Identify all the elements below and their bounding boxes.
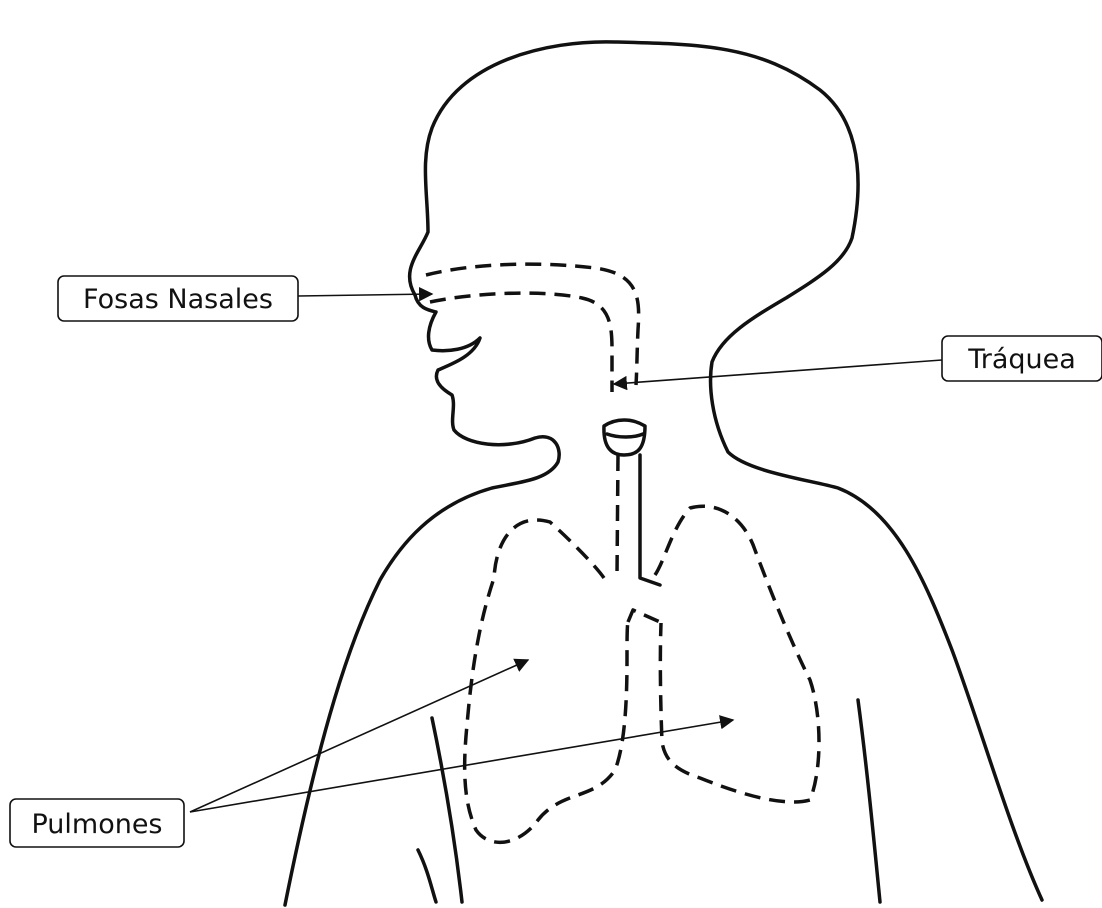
traquea-pointer [614, 360, 942, 384]
fosas-nasales-pointer [298, 294, 432, 296]
label-traquea-text: Tráquea [967, 344, 1076, 375]
label-pulmones: Pulmones [10, 799, 184, 847]
label-fosas-nasales-text: Fosas Nasales [83, 284, 273, 315]
pulmones-right-lung-pointer [190, 720, 733, 812]
nasal-passage-lower [430, 293, 612, 392]
label-fosas-nasales: Fosas Nasales [58, 276, 298, 321]
larynx-rim [607, 434, 643, 437]
pulmones-left-lung-pointer [190, 660, 528, 812]
face-profile [285, 295, 559, 905]
left-arm-outline [432, 718, 462, 902]
trachea-right-wall [640, 455, 660, 585]
left-body-line [418, 850, 436, 902]
nasal-passage-upper [426, 264, 639, 385]
trachea-left-wall [617, 455, 618, 575]
head-outline [410, 42, 1042, 900]
label-traquea: Tráquea [942, 336, 1102, 381]
right-lung [655, 506, 819, 802]
label-pulmones-text: Pulmones [31, 809, 162, 840]
right-arm-outline [858, 700, 880, 902]
left-lung [465, 520, 628, 842]
bronchial-branch [628, 610, 660, 622]
